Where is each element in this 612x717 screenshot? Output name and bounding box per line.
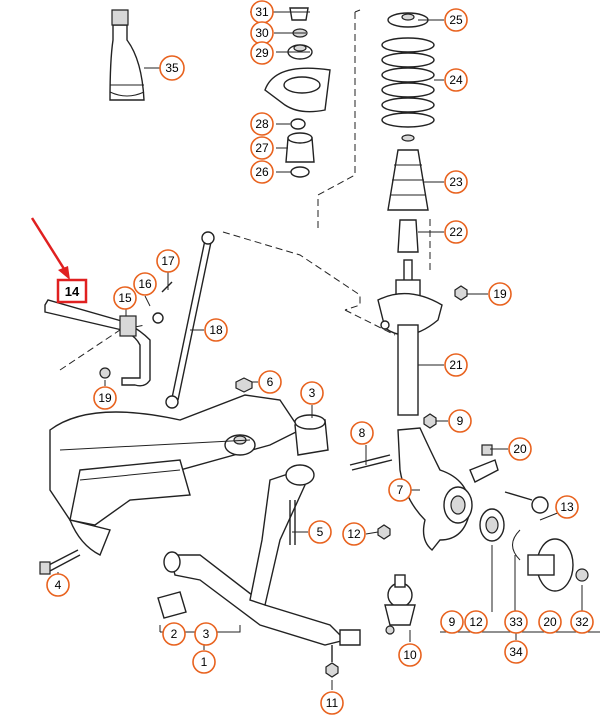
svg-text:8: 8	[359, 426, 366, 440]
callout-12-left: 12	[342, 522, 366, 546]
callout-17: 17	[156, 249, 180, 273]
callout-5: 5	[308, 520, 332, 544]
callout-16: 16	[133, 272, 157, 296]
lower-control-arm	[163, 464, 361, 646]
callout-34: 34	[504, 640, 528, 664]
svg-text:6: 6	[267, 375, 274, 389]
tie-rod-part	[481, 444, 549, 514]
fasteners	[39, 281, 468, 678]
callout-24: 24	[444, 68, 468, 92]
stabilizer-bar-part	[44, 231, 215, 409]
wheel-hub-part	[479, 508, 589, 592]
callout-35: 35	[159, 55, 185, 81]
svg-text:3: 3	[309, 386, 316, 400]
svg-text:12: 12	[469, 615, 483, 629]
subframe-part	[49, 394, 302, 556]
svg-text:14: 14	[65, 284, 80, 299]
callout-12-lower: 12	[464, 610, 488, 634]
svg-text:29: 29	[255, 46, 269, 60]
svg-text:34: 34	[509, 645, 523, 659]
svg-text:31: 31	[255, 5, 269, 19]
callout-2: 2	[162, 622, 186, 646]
coil-spring-part	[381, 12, 435, 128]
svg-text:4: 4	[55, 578, 62, 592]
svg-text:33: 33	[509, 615, 523, 629]
callout-4: 4	[46, 573, 70, 597]
svg-text:12: 12	[347, 527, 361, 541]
svg-text:1: 1	[201, 655, 208, 669]
svg-text:16: 16	[138, 277, 152, 291]
callout-19-left: 19	[93, 386, 117, 410]
callout-10: 10	[398, 643, 422, 667]
callout-6: 6	[258, 370, 282, 394]
svg-text:26: 26	[255, 165, 269, 179]
dust-boot-part	[387, 134, 429, 253]
control-arm-bushes	[157, 414, 329, 619]
callout-21: 21	[444, 353, 468, 377]
callout-26: 26	[250, 160, 274, 184]
svg-text:15: 15	[118, 291, 132, 305]
svg-text:10: 10	[403, 648, 417, 662]
callout-23: 23	[444, 170, 468, 194]
svg-text:7: 7	[397, 483, 404, 497]
svg-text:24: 24	[449, 73, 463, 87]
callout-9-lower: 9	[440, 610, 464, 634]
callout-28: 28	[250, 112, 274, 136]
highlighted-part-label-14: 14	[56, 278, 88, 304]
callout-20-upper: 20	[508, 437, 532, 461]
svg-text:20: 20	[513, 442, 527, 456]
svg-text:32: 32	[575, 615, 589, 629]
svg-text:11: 11	[326, 696, 339, 710]
svg-text:5: 5	[317, 525, 324, 539]
svg-text:19: 19	[493, 287, 507, 301]
callout-7: 7	[388, 478, 412, 502]
svg-text:23: 23	[449, 175, 463, 189]
svg-text:13: 13	[560, 500, 574, 514]
svg-text:21: 21	[449, 358, 463, 372]
callout-19-right: 19	[488, 282, 512, 306]
svg-text:28: 28	[255, 117, 269, 131]
grease-tube-part	[109, 9, 145, 101]
callout-27: 27	[250, 136, 274, 160]
callout-11: 11	[320, 691, 344, 715]
svg-text:3: 3	[203, 627, 210, 641]
callout-32: 32	[570, 610, 594, 634]
callout-group: 35 31 30 29 28 27 26 25 24 23 22 19 21 9…	[46, 0, 594, 715]
callout-22: 22	[444, 220, 468, 244]
callout-8: 8	[350, 421, 374, 445]
callout-15: 15	[113, 286, 137, 310]
svg-text:35: 35	[165, 61, 179, 75]
callout-3-upper: 3	[300, 381, 324, 405]
callout-33: 33	[504, 610, 528, 634]
svg-text:27: 27	[255, 141, 269, 155]
callout-3-lower: 3	[194, 622, 218, 646]
svg-text:30: 30	[255, 26, 269, 40]
callout-31: 31	[250, 0, 274, 24]
steering-knuckle-part	[397, 427, 499, 551]
highlight-arrow	[30, 217, 70, 280]
svg-text:19: 19	[98, 391, 112, 405]
svg-text:20: 20	[543, 615, 557, 629]
shock-absorber-strut	[377, 259, 443, 416]
svg-text:2: 2	[171, 627, 178, 641]
svg-text:17: 17	[161, 254, 175, 268]
callout-1: 1	[192, 650, 216, 674]
callout-18: 18	[204, 318, 228, 342]
svg-text:25: 25	[449, 13, 463, 27]
callout-13: 13	[555, 495, 579, 519]
svg-text:18: 18	[209, 323, 223, 337]
callout-29: 29	[250, 41, 274, 65]
svg-text:9: 9	[457, 414, 464, 428]
callout-30: 30	[250, 21, 274, 45]
svg-text:22: 22	[449, 225, 463, 239]
svg-text:9: 9	[449, 615, 456, 629]
callout-9-upper: 9	[448, 409, 472, 433]
ball-joint-part	[384, 574, 416, 635]
callout-25: 25	[444, 8, 468, 32]
callout-20-lower: 20	[538, 610, 562, 634]
